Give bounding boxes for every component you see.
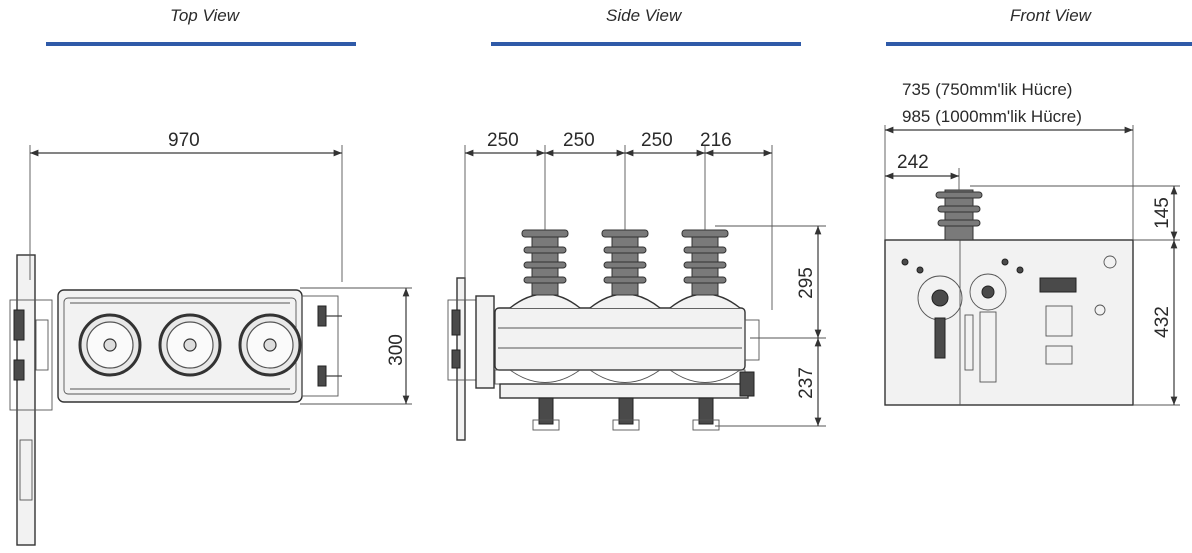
- side-view-bushing-2: [601, 229, 649, 296]
- top-view-mounting-plate: [16, 254, 36, 546]
- side-dimension-2: 250: [563, 130, 595, 151]
- front-view-title: Front View: [1010, 6, 1091, 25]
- top-width-dimension: 970: [168, 130, 200, 151]
- top-view-terminal-bracket: [301, 295, 339, 397]
- front-view-drawing: [884, 125, 1180, 406]
- side-view-bushing-3: [681, 229, 729, 296]
- side-lower-height-dimension: 237: [796, 367, 817, 399]
- side-view-bushing-1: [521, 229, 569, 296]
- front-body-height-dimension: 432: [1152, 306, 1173, 338]
- top-view-title-rule: [46, 42, 356, 46]
- top-view-mechanism: [9, 299, 53, 411]
- side-upper-height-dimension: 295: [796, 267, 817, 299]
- side-dimension-4: 216: [700, 130, 732, 151]
- top-depth-dimension: 300: [386, 334, 407, 366]
- top-view-pole-1: [78, 313, 142, 377]
- side-view-drawing: [447, 145, 826, 441]
- front-view-bushing: [935, 189, 983, 241]
- side-view-housing: [494, 307, 746, 371]
- side-dimension-3: 250: [641, 130, 673, 151]
- top-view-pole-3: [238, 313, 302, 377]
- front-view-panel: [884, 239, 1134, 406]
- top-view-title: Top View: [170, 6, 239, 25]
- front-note-1000: 985 (1000mm'lik Hücre): [902, 107, 1082, 126]
- top-view-drawing: [9, 145, 412, 546]
- side-view-title: Side View: [606, 6, 682, 25]
- front-view-counter: [1039, 277, 1077, 293]
- side-view-bottom-terminals: [532, 397, 720, 431]
- front-note-750: 735 (750mm'lik Hücre): [902, 80, 1072, 99]
- front-view-mechanism: [901, 258, 1024, 383]
- side-view-title-rule: [491, 42, 801, 46]
- side-dimension-1: 250: [487, 130, 519, 151]
- top-view-pole-2: [158, 313, 222, 377]
- front-offset-dimension: 242: [897, 152, 929, 173]
- front-view-title-rule: [886, 42, 1192, 46]
- front-bushing-height-dimension: 145: [1152, 197, 1173, 229]
- front-view-window: [1045, 305, 1073, 337]
